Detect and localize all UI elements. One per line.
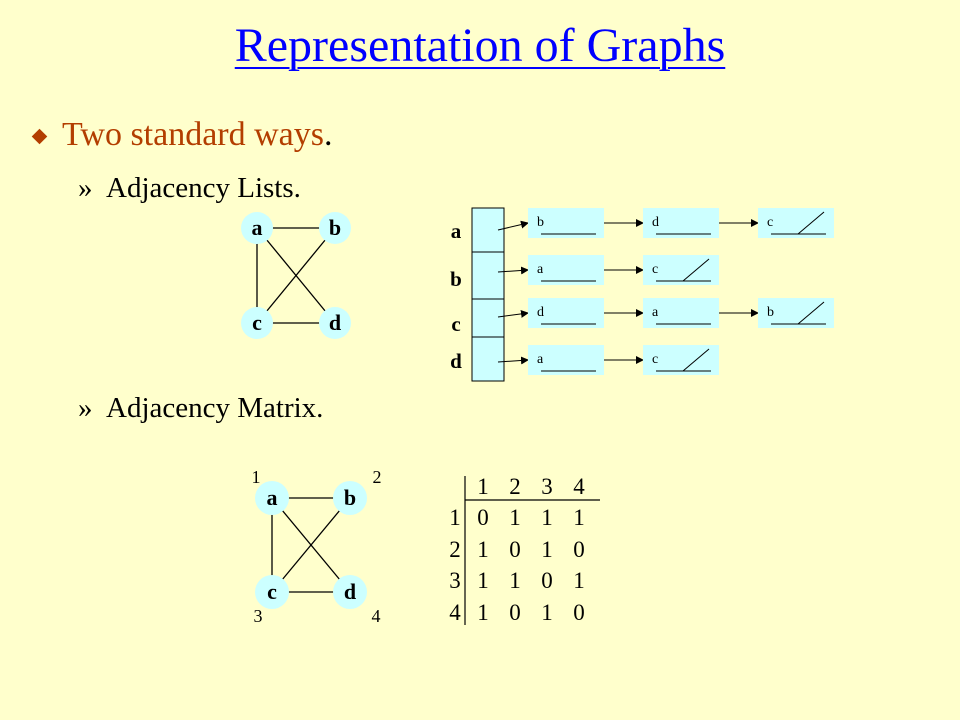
null-pointer-slash (797, 211, 825, 235)
graph2-node-label-c: c (267, 579, 277, 604)
page-title: Representation of Graphs (234, 19, 726, 72)
list-header-cell (471, 251, 505, 300)
list-node (643, 345, 719, 375)
bullet-period: . (324, 116, 333, 153)
matrix-cell: 1 (541, 600, 553, 625)
sub-item-adjacency-matrix: » Adjacency Matrix. (78, 392, 323, 425)
list-node-value-a: a (537, 352, 544, 367)
list-node (758, 298, 834, 328)
list-node (643, 208, 719, 238)
list-node-value-b: b (537, 215, 544, 230)
list-pointer-arrow (497, 309, 529, 318)
matrix-cell: 0 (573, 600, 585, 625)
matrix-cell: 1 (573, 505, 585, 530)
graph1-node-label-c: c (252, 310, 262, 335)
vertex-number-1: 1 (252, 467, 261, 487)
list-node-value-c: c (652, 352, 658, 367)
list-row-label-c: c (451, 312, 460, 336)
list-row-label-d: d (450, 349, 462, 373)
list-node-value-b: b (767, 305, 774, 320)
list-node-value-d: d (652, 215, 659, 230)
matrix-col-header-1: 1 (477, 474, 489, 499)
list-row-label-b: b (450, 267, 462, 291)
list-node (528, 255, 604, 285)
sub-item-marker: » (78, 392, 93, 424)
matrix-cell: 0 (509, 537, 521, 562)
matrix-col-header-3: 3 (541, 474, 553, 499)
vertex-number-3: 3 (254, 606, 263, 626)
graph2-node-label-b: b (344, 485, 356, 510)
sub-item-label: Adjacency Lists. (106, 172, 301, 204)
vertex-number-2: 2 (373, 467, 382, 487)
vertex-number-4: 4 (372, 606, 381, 626)
graph2-node-a (255, 481, 289, 515)
bullet-label: Two standard ways (62, 116, 325, 153)
null-pointer-slash (797, 301, 825, 325)
matrix-cell: 0 (509, 600, 521, 625)
graph2-node-c (255, 575, 289, 609)
list-node (528, 345, 604, 375)
graph1-node-label-d: d (329, 310, 341, 335)
matrix-row-header-2: 2 (449, 537, 461, 562)
bullet-text: Two standard ways. (62, 116, 333, 154)
null-pointer-slash (682, 348, 710, 372)
graph1-node-label-b: b (329, 215, 341, 240)
graph1-node-a (241, 212, 273, 244)
list-node (528, 208, 604, 238)
list-node (643, 255, 719, 285)
graph1-node-c (241, 307, 273, 339)
matrix-cell: 1 (573, 568, 585, 593)
sub-item-adjacency-lists: » Adjacency Lists. (78, 172, 301, 205)
graph1-edge-bc (256, 227, 336, 324)
matrix-cell: 1 (477, 568, 489, 593)
list-node (643, 298, 719, 328)
list-node-value-d: d (537, 305, 544, 320)
matrix-row-header-3: 3 (449, 568, 461, 593)
matrix-cell: 1 (509, 568, 521, 593)
list-node-value-a: a (537, 262, 544, 277)
matrix-row-header-4: 4 (449, 600, 461, 625)
list-row-label-a: a (451, 219, 462, 243)
matrix-cell: 1 (509, 505, 521, 530)
sub-item-label: Adjacency Matrix. (106, 392, 324, 424)
sub-item-marker: » (78, 172, 93, 204)
matrix-cell: 1 (541, 505, 553, 530)
list-node (528, 298, 604, 328)
list-node-value-c: c (652, 262, 658, 277)
graph1-node-label-a: a (252, 215, 263, 240)
matrix-cell: 0 (477, 505, 489, 530)
matrix-cell: 0 (573, 537, 585, 562)
graph2-node-label-a: a (267, 485, 278, 510)
list-pointer-arrow (497, 356, 529, 365)
graph2-edge-bc (271, 497, 351, 593)
graph2-node-d (333, 575, 367, 609)
list-header-cell (471, 298, 505, 338)
matrix-cell: 1 (477, 600, 489, 625)
list-pointer-arrow (497, 220, 529, 231)
matrix-cell: 1 (477, 537, 489, 562)
matrix-col-header-2: 2 (509, 474, 521, 499)
matrix-cell: 1 (541, 537, 553, 562)
graph2-node-b (333, 481, 367, 515)
graph1-node-d (319, 307, 351, 339)
list-header-cell (471, 336, 505, 382)
graph2-node-label-d: d (344, 579, 356, 604)
list-header-cell (471, 207, 505, 253)
matrix-cell: 0 (541, 568, 553, 593)
graph1-node-b (319, 212, 351, 244)
list-node-value-a: a (652, 305, 659, 320)
matrix-row-header-1: 1 (449, 505, 461, 530)
list-node-value-c: c (767, 215, 773, 230)
matrix-col-header-4: 4 (573, 474, 585, 499)
list-node (758, 208, 834, 238)
list-pointer-arrow (497, 266, 529, 275)
null-pointer-slash (682, 258, 710, 282)
